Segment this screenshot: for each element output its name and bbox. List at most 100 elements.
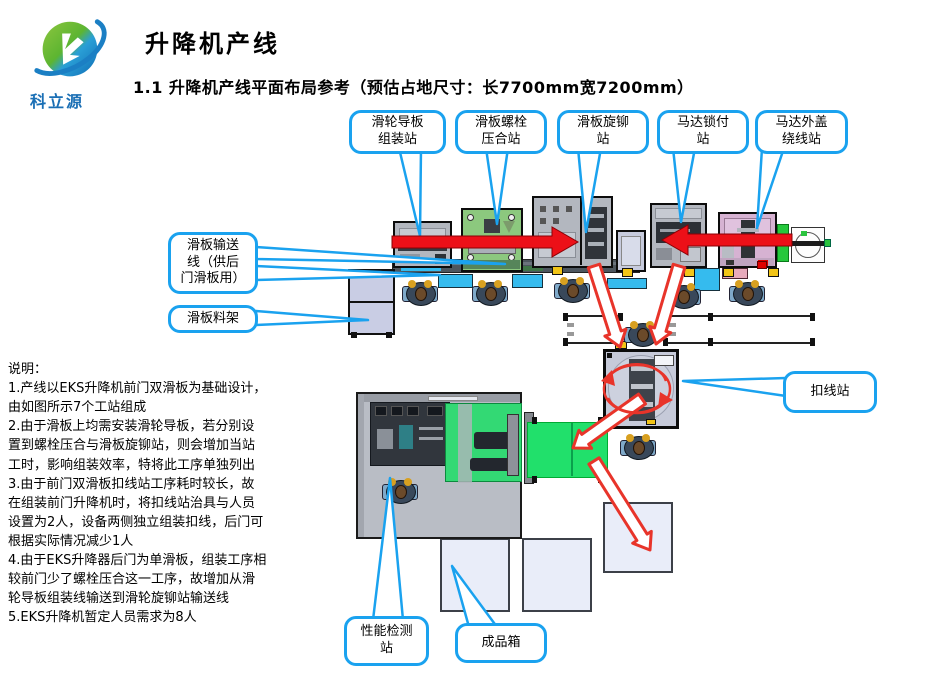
station-detail — [428, 396, 478, 401]
equipment-detail — [407, 406, 419, 416]
station-detail — [631, 402, 653, 407]
machine-detail — [737, 228, 759, 232]
callout-slide-rack: 滑板料架 — [168, 305, 258, 333]
callout-product-box: 成品箱 — [455, 623, 547, 663]
station-detail — [607, 353, 612, 358]
conveyor-detail — [571, 423, 573, 476]
worktable — [512, 274, 543, 288]
conveyor-foot — [532, 417, 537, 424]
operator-figure — [554, 277, 590, 303]
machine-detail — [553, 218, 559, 224]
rail-clip — [563, 338, 568, 346]
equipment-detail — [399, 425, 413, 449]
red-control-box — [757, 261, 767, 269]
operator-shoulder — [626, 434, 634, 442]
operator-shoulder — [642, 434, 650, 442]
product-box — [603, 502, 673, 573]
operator-head — [415, 287, 427, 301]
logo-text: 科立源 — [30, 92, 85, 111]
equipment-detail — [377, 429, 393, 449]
machine-detail — [538, 232, 576, 258]
bolt-pressing-station — [461, 208, 523, 272]
rail-clip — [810, 313, 815, 321]
equipment-detail — [419, 437, 443, 440]
rack-detail — [351, 332, 357, 338]
rack-detail — [350, 271, 393, 277]
control-box — [622, 268, 633, 277]
rail-clip — [618, 313, 623, 321]
operator-shoulder — [646, 321, 654, 329]
machine-detail — [726, 260, 734, 265]
machine-detail — [399, 228, 446, 241]
callout-slide-conveyor: 滑板输送 线（供后 门滑板用） — [168, 232, 258, 294]
machine-detail — [655, 208, 702, 219]
rotary-detail — [801, 231, 807, 236]
operator-head — [637, 328, 649, 342]
rail-clip — [563, 313, 568, 321]
callout-wire-buckling: 扣线站 — [783, 371, 877, 413]
operator-shoulder — [388, 478, 396, 486]
motor-locking-station — [650, 203, 707, 268]
performance-test-station — [356, 392, 522, 539]
station-detail — [609, 419, 617, 425]
notes-text: 说明： 1.产线以EKS升降机前门双滑板为基础设计， 由如图所示7个工站组成 2… — [8, 362, 267, 626]
operator-shoulder — [424, 280, 432, 288]
rail-clip — [708, 313, 713, 321]
machine-detail — [540, 206, 546, 212]
machine-detail — [741, 220, 755, 260]
machine-detail — [621, 236, 641, 266]
conveyor-detail — [458, 404, 472, 483]
control-box — [552, 266, 563, 275]
rail-clip — [669, 323, 676, 327]
machine-detail — [468, 240, 516, 254]
rail-clip — [708, 338, 713, 346]
machine-detail — [588, 214, 604, 218]
operator-head — [678, 290, 690, 304]
motor-cover-winding-station — [718, 212, 777, 268]
operator-shoulder — [671, 283, 679, 291]
spin-riveting-station — [532, 196, 613, 268]
station-detail — [631, 366, 653, 371]
machine-detail — [503, 221, 515, 233]
operator-figure — [624, 321, 660, 347]
machine-detail — [463, 260, 520, 269]
machine-detail — [484, 219, 500, 233]
operator-shoulder — [735, 280, 743, 288]
buffer-conveyor — [616, 230, 646, 272]
machine-detail — [415, 258, 433, 263]
operator-head — [567, 284, 579, 298]
rack-detail — [350, 301, 393, 303]
worktable — [694, 268, 720, 291]
pulley-guide-assembly-station — [393, 221, 452, 268]
machine-detail — [660, 229, 690, 232]
equipment-detail — [419, 427, 443, 430]
equipment-detail — [375, 406, 387, 416]
machine-detail — [588, 242, 604, 246]
operator-figure — [665, 283, 701, 309]
machine-detail — [656, 248, 672, 260]
station-detail — [646, 419, 656, 425]
worktable — [438, 274, 473, 288]
station-detail — [631, 384, 653, 389]
station-detail — [507, 414, 519, 476]
section-subtitle: 1.1 升降机产线平面布局参考（预估占地尺寸：长7700mm宽7200mm） — [133, 78, 694, 97]
wire-buckling-station — [603, 349, 679, 429]
operator-shoulder — [478, 280, 486, 288]
company-logo-icon — [34, 19, 107, 77]
operator-head — [395, 485, 407, 499]
operator-shoulder — [687, 283, 695, 291]
machine-detail — [656, 222, 701, 243]
operator-shoulder — [404, 478, 412, 486]
callout-performance-test: 性能检测 站 — [344, 616, 429, 666]
callout-pulley-guide-assembly: 滑轮导板 组装站 — [349, 110, 446, 154]
operator-shoulder — [576, 277, 584, 285]
operator-figure — [620, 434, 656, 460]
station-detail — [358, 394, 364, 537]
control-box — [768, 268, 779, 277]
rack-detail — [386, 332, 392, 338]
operator-shoulder — [630, 321, 638, 329]
rail-clip — [663, 313, 668, 321]
machine-detail — [553, 206, 559, 212]
control-box — [723, 268, 734, 277]
machine-detail — [720, 258, 774, 266]
